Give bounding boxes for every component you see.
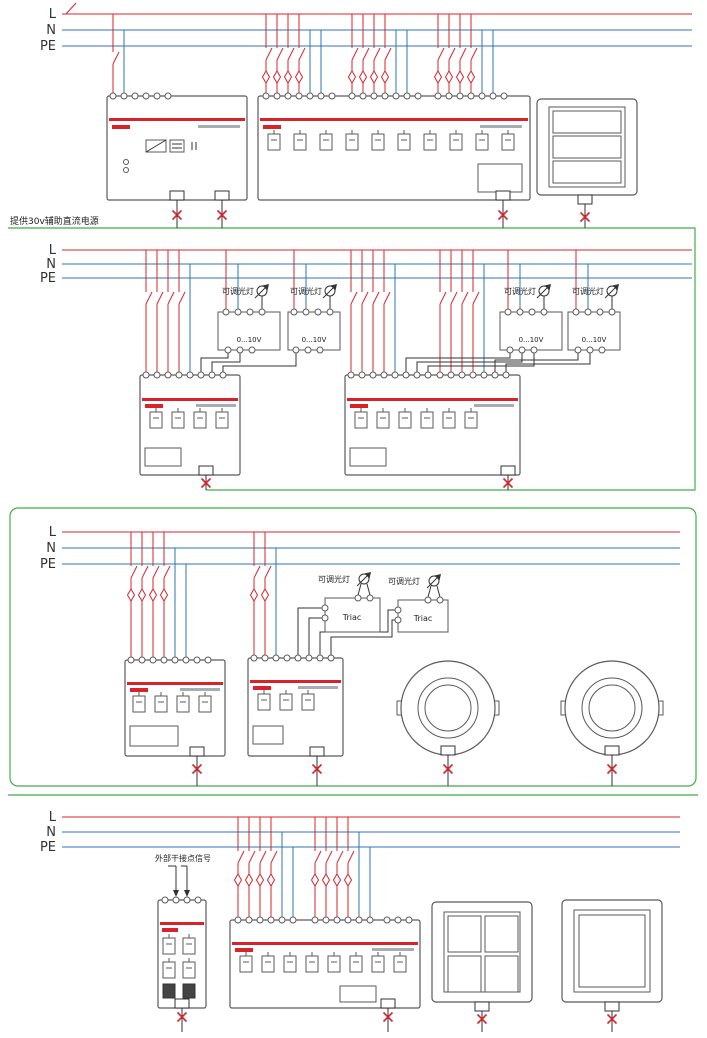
dimmable-lamp-icon: [254, 283, 270, 299]
dimmable-lamp-label: 可调光灯: [222, 286, 254, 296]
triac-label: Triac: [342, 613, 362, 622]
driver-box-0-10v-4: 0...10V: [567, 308, 621, 354]
bus-label-l-3: L: [49, 525, 57, 540]
dimmable-lamp-label: 可调光灯: [318, 574, 350, 584]
bus-label-pe-1: PE: [40, 39, 56, 54]
driver-box-0-10v-2: 0...10V: [287, 308, 341, 354]
bus-label-pe-4: PE: [40, 840, 56, 855]
driver-box-0-10v-1: 0...10V: [217, 308, 281, 354]
dimmable-lamp-icon: [426, 573, 442, 589]
bus-stubs-4: [176, 1008, 618, 1032]
switch-module-3a: [124, 656, 226, 757]
dimmable-lamp-icon: [604, 283, 620, 299]
wall-keypad-1gang: [561, 899, 663, 1012]
downlight-1: [396, 660, 500, 756]
bus-label-n-3: N: [46, 541, 56, 556]
driver-label: 0...10V: [302, 336, 327, 344]
bus-lines-4: [62, 816, 680, 848]
bus-label-l-4: L: [49, 810, 57, 825]
dimmable-lamp-label: 可调光灯: [290, 286, 322, 296]
dimmable-lamp-label: 可调光灯: [572, 286, 604, 296]
dimmer-module-2: [344, 371, 521, 476]
feeder-wires-1: [112, 13, 494, 95]
section-4: L N PE 外部干接点信号: [8, 794, 698, 1032]
dimmable-lamp-icon: [356, 571, 372, 587]
dimmable-lamp-label: 可调光灯: [504, 286, 536, 296]
wall-keypad-3gang: [536, 98, 638, 205]
switch-actuator-module-1: [257, 92, 531, 201]
switch-actuator-module-4: [229, 916, 421, 1009]
bus-stubs-3: [191, 755, 618, 786]
bus-stubs-2: [200, 475, 514, 490]
triac-dimmer-module: [247, 654, 344, 757]
dry-contact-wires: [168, 865, 190, 897]
triac-box-2: Triac: [394, 596, 449, 633]
feeder-wires-4: [234, 816, 371, 917]
triac-control-wires: [297, 583, 441, 655]
binary-input-module: [157, 896, 207, 1009]
bus-lines-1: [62, 2, 692, 47]
driver-box-0-10v-3: 0...10V: [499, 308, 563, 354]
feeder-wires-3: [127, 531, 277, 657]
bus-lines-2: [62, 249, 692, 279]
aux-power-label: 提供30v辅助直流电源: [10, 215, 99, 227]
driver-label: 0...10V: [237, 336, 262, 344]
driver-label: 0...10V: [582, 336, 607, 344]
section-1: L N PE: [10, 2, 692, 227]
bus-label-pe-2: PE: [40, 271, 56, 286]
triac-box-1: Triac: [321, 594, 381, 633]
section-3: L N PE Triac Triac 可调光灯 可调光灯: [9, 507, 697, 787]
triac-label: Triac: [413, 614, 433, 623]
bus-lines-3: [62, 531, 680, 565]
control-wires-0-10v: [200, 296, 613, 372]
bus-label-n-1: N: [46, 23, 56, 38]
wall-keypad-4gang: [431, 901, 533, 1012]
dimmable-lamp-label: 可调光灯: [388, 576, 420, 586]
bus-label-pe-3: PE: [40, 557, 56, 572]
bus-label-l-1: L: [49, 7, 57, 22]
knx-bus-wire-1-2: [8, 200, 696, 491]
bus-label-n-4: N: [46, 825, 56, 840]
bus-label-l-2: L: [49, 243, 57, 258]
dry-contact-label: 外部干接点信号: [155, 853, 211, 863]
dimmable-lamp-icon: [536, 283, 552, 299]
section-2: L N PE 0...10V 0...: [40, 243, 692, 490]
dimmer-module-1: [139, 371, 241, 476]
power-supply-module: [106, 92, 248, 201]
downlight-2: [560, 660, 664, 756]
dimmable-lamp-icon: [322, 283, 338, 299]
driver-label: 0...10V: [519, 336, 544, 344]
feeder-wires-2: [145, 249, 589, 372]
knx-bus-loop-3: [9, 507, 697, 787]
bus-label-n-2: N: [46, 257, 56, 272]
